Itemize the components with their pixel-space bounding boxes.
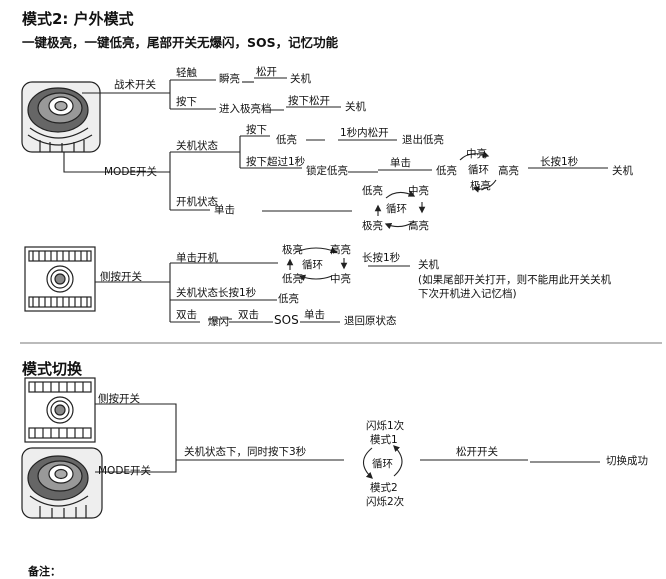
press-release-label: 按下松开 bbox=[288, 95, 330, 107]
side-high-label: 高亮 bbox=[330, 244, 351, 256]
cycle-word-label: 循环 bbox=[468, 164, 489, 176]
mode-low-label: 低亮 bbox=[276, 134, 297, 146]
enter-turbo-label: 进入极亮档 bbox=[219, 103, 272, 115]
light-touch-label: 轻触 bbox=[176, 67, 197, 79]
c2-high-label: 高亮 bbox=[408, 220, 429, 232]
side-note-2: 下次开机进入记忆档) bbox=[418, 288, 517, 300]
cycle-low-label: 低亮 bbox=[436, 165, 457, 177]
c2-low-label: 低亮 bbox=[362, 185, 383, 197]
mode-switch-title: 模式切换 bbox=[22, 360, 83, 378]
mode2-title: 模式2: 户外模式 bbox=[22, 10, 134, 28]
side-off-label: 关机 bbox=[418, 259, 439, 271]
double-click-label: 双击 bbox=[176, 309, 197, 321]
switch-success-label: 切换成功 bbox=[606, 455, 648, 467]
off-hold-label: 关机状态长按1秒 bbox=[176, 287, 257, 299]
hold-1s-label: 长按1秒 bbox=[540, 156, 579, 168]
flashlight-tail-icon-2 bbox=[21, 447, 103, 519]
off-label: 关机 bbox=[290, 73, 311, 85]
cycle-turbo-label: 极亮 bbox=[470, 180, 491, 192]
strobe-label: 爆闪 bbox=[208, 316, 229, 328]
mode-switch-label: MODE开关 bbox=[104, 166, 158, 178]
side-hold-label: 长按1秒 bbox=[362, 252, 401, 264]
section-separator bbox=[20, 342, 662, 344]
side-mid-label: 中亮 bbox=[330, 273, 351, 285]
side-note-1: (如果尾部开关打开，则不能用此开关关机 bbox=[418, 274, 612, 286]
release-switch-label: 松开开关 bbox=[456, 446, 498, 458]
flash-1-label: 闪烁1次 bbox=[366, 420, 405, 432]
side-switch-icon bbox=[24, 246, 96, 312]
momentary-label: 瞬亮 bbox=[219, 73, 240, 85]
mode-click-label: 单击 bbox=[390, 157, 411, 169]
tactical-switch-label: 战术开关 bbox=[114, 79, 156, 91]
mode-2-label: 模式2 bbox=[370, 482, 398, 494]
connector-lines bbox=[63, 77, 608, 473]
cycle-arrows bbox=[286, 151, 497, 479]
sos-label: SOS bbox=[274, 313, 299, 327]
side-switch-icon-2 bbox=[24, 377, 96, 443]
switch-cycle-label: 循环 bbox=[372, 458, 393, 470]
switch-mode-label: MODE开关 bbox=[98, 465, 152, 477]
flash-2-label: 闪烁2次 bbox=[366, 496, 405, 508]
press-over-1s-label: 按下超过1秒 bbox=[246, 156, 306, 168]
side-turbo-label: 极亮 bbox=[282, 244, 303, 256]
double-click-2-label: 双击 bbox=[238, 309, 259, 321]
remarks-title: 备注： bbox=[28, 565, 61, 578]
lock-low-label: 锁定低亮 bbox=[306, 165, 348, 177]
side-low-2-label: 低亮 bbox=[278, 293, 299, 305]
off-label-2: 关机 bbox=[345, 101, 366, 113]
restore-label: 退回原状态 bbox=[344, 315, 397, 327]
side-low-label: 低亮 bbox=[282, 273, 303, 285]
mode-press-label: 按下 bbox=[246, 124, 267, 136]
side-switch-label: 侧按开关 bbox=[100, 271, 142, 283]
c2-word-label: 循环 bbox=[386, 203, 407, 215]
c2-turbo-label: 极亮 bbox=[362, 220, 383, 232]
mode-1-label: 模式1 bbox=[370, 434, 398, 446]
switch-condition-label: 关机状态下，同时按下3秒 bbox=[184, 446, 307, 458]
cycle-mid-label: 中亮 bbox=[466, 148, 487, 160]
click-on-label: 单击开机 bbox=[176, 252, 218, 264]
exit-low-label: 退出低亮 bbox=[402, 134, 444, 146]
press-label: 按下 bbox=[176, 96, 197, 108]
flashlight-tail-icon bbox=[21, 81, 101, 153]
on-state-label: 开机状态 bbox=[176, 196, 218, 208]
mode2-subtitle: 一键极亮，一键低亮，尾部开关无爆闪，SOS，记忆功能 bbox=[22, 35, 339, 50]
switch-side-label: 侧按开关 bbox=[98, 393, 140, 405]
release-1s-label: 1秒内松开 bbox=[340, 127, 389, 139]
on-click-label: 单击 bbox=[214, 204, 235, 216]
single-click-label: 单击 bbox=[304, 309, 325, 321]
mode-off-label: 关机 bbox=[612, 165, 633, 177]
off-state-label: 关机状态 bbox=[176, 140, 218, 152]
cycle-high-label: 高亮 bbox=[498, 165, 519, 177]
side-cycle-label: 循环 bbox=[302, 259, 323, 271]
c2-mid-label: 中亮 bbox=[408, 185, 429, 197]
release-label: 松开 bbox=[256, 66, 277, 78]
